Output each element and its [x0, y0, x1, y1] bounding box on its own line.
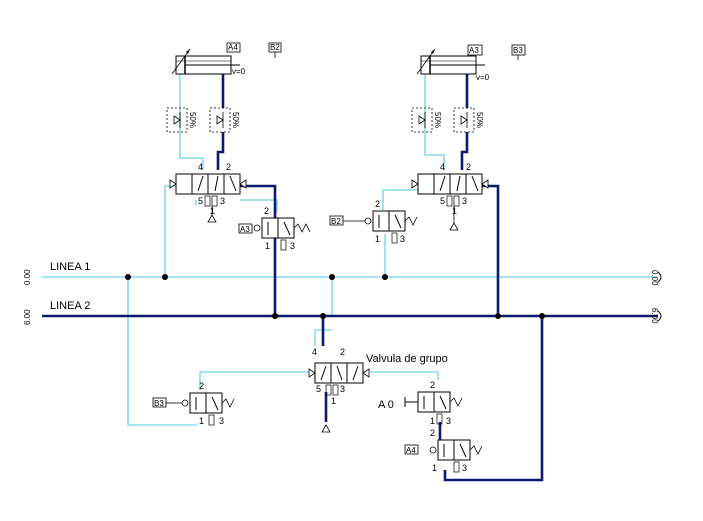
linea-2-left-value: 6.00 — [23, 309, 32, 325]
valve-main-right-port-5: 5 — [440, 196, 445, 206]
valve-sensor-b2[interactable]: B2 2 1 3 — [329, 199, 418, 244]
valve-sensor-a3-port-2: 2 — [264, 206, 269, 216]
valve-sensor-a4-port-1: 1 — [432, 463, 437, 473]
flow-control-right-a[interactable] — [411, 107, 433, 133]
valve-start-a0-port-3: 3 — [446, 416, 451, 426]
valve-sensor-b2-port-3: 3 — [400, 234, 405, 244]
cylinder-a3-state: v=0 — [476, 73, 490, 82]
cylinder-a3-tag: A3 — [469, 46, 479, 55]
flow-control-left-a-value: 50% — [188, 112, 197, 128]
junctions — [125, 274, 545, 319]
valve-sensor-a3-tag: A3 — [240, 225, 250, 234]
valve-sensor-b3-tag: B3 — [154, 399, 164, 408]
valve-group-port-3: 3 — [340, 384, 345, 394]
valve-main-left[interactable]: 4 2 5 1 3 — [169, 162, 247, 223]
cylinder-a4-state: v=0 — [232, 67, 246, 76]
valve-group-label: Valvula de grupo — [366, 353, 448, 365]
valve-sensor-a3-port-3: 3 — [290, 241, 295, 251]
valve-main-left-port-5: 5 — [198, 196, 203, 206]
flow-control-left-b-value: 50% — [231, 112, 240, 128]
valve-sensor-b3-port-1: 1 — [199, 416, 204, 426]
cylinder-a3-sensor-tag: B3 — [513, 46, 523, 55]
linea-2-label: LINEA 2 — [50, 300, 90, 312]
valve-main-right-port-2: 2 — [466, 162, 471, 172]
flow-control-left-a[interactable] — [166, 107, 188, 133]
valve-group-port-4: 4 — [312, 347, 317, 357]
cylinder-a4-tag: A4 — [228, 43, 238, 52]
valve-group-port-5: 5 — [316, 384, 321, 394]
valve-sensor-b2-tag: B2 — [331, 217, 341, 226]
valve-sensor-a3[interactable]: A3 2 1 3 — [238, 206, 311, 251]
valve-start-a0-tag: A 0 — [378, 399, 394, 411]
linea-1-label: LINEA 1 — [50, 261, 90, 273]
valve-sensor-a4-port-3: 3 — [462, 463, 467, 473]
valve-start-a0[interactable]: A 0 2 1 3 — [378, 380, 463, 426]
valve-sensor-b2-port-1: 1 — [375, 234, 380, 244]
valve-start-a0-port-2: 2 — [430, 380, 435, 390]
cylinder-a3[interactable]: A3 B3 v=0 — [416, 44, 526, 82]
valve-sensor-b3[interactable]: B3 2 1 3 — [152, 381, 235, 426]
valve-sensor-a4-tag: A4 — [406, 446, 416, 455]
valve-start-a0-port-1: 1 — [430, 416, 435, 426]
valve-main-right[interactable]: 4 2 5 1 3 — [411, 162, 489, 231]
pressure-pipes — [42, 74, 658, 482]
valve-sensor-a4[interactable]: A4 2 1 3 — [404, 428, 483, 473]
flow-control-left-b[interactable] — [209, 107, 231, 133]
valve-group-port-1: 1 — [331, 396, 336, 406]
valve-main-right-port-3: 3 — [462, 196, 467, 206]
valve-sensor-b2-port-2: 2 — [375, 199, 380, 209]
flow-control-right-b-value: 50% — [475, 112, 484, 128]
flow-control-right-b[interactable] — [453, 107, 475, 133]
linea-1-right-value: 0.00 — [650, 270, 659, 286]
valve-sensor-a4-port-2: 2 — [430, 428, 435, 438]
valve-sensor-b3-port-2: 2 — [199, 381, 204, 391]
valve-main-left-port-4: 4 — [198, 162, 203, 172]
cylinder-a4[interactable]: A4 B2 v=0 — [171, 42, 282, 76]
valve-main-left-port-2: 2 — [226, 162, 231, 172]
valve-group[interactable]: Valvula de grupo 4 2 5 1 3 — [308, 347, 448, 433]
linea-2-right-value: 6.00 — [650, 308, 659, 324]
valve-main-right-port-1: 1 — [452, 206, 457, 216]
valve-main-right-port-4: 4 — [440, 162, 445, 172]
valve-main-left-port-3: 3 — [220, 196, 225, 206]
flow-control-right-a-value: 50% — [433, 112, 442, 128]
valve-main-left-port-1: 1 — [210, 206, 215, 216]
valve-group-port-2: 2 — [340, 347, 345, 357]
valve-sensor-a3-port-1: 1 — [265, 241, 270, 251]
signal-pipes — [42, 74, 658, 426]
valve-sensor-b3-port-3: 3 — [219, 416, 224, 426]
linea-1-left-value: 0.00 — [23, 269, 32, 285]
cylinder-a4-sensor-tag: B2 — [270, 43, 280, 52]
